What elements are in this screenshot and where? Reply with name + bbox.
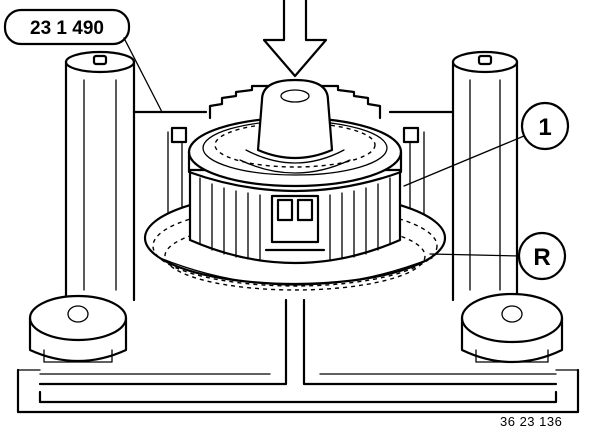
right-support-column (451, 50, 564, 364)
central-hub (239, 78, 351, 174)
gear-drum (188, 168, 402, 264)
callout-r-label: R (533, 244, 550, 271)
callout-1-label: 1 (538, 114, 551, 141)
tool-label: 23 1 490 (30, 18, 104, 39)
base-plate (16, 298, 580, 414)
arrow-down-icon (262, 0, 328, 78)
left-support-column (28, 50, 136, 363)
callout-part-1: 1 (403, 101, 570, 187)
tool-label-callout: 23 1 490 (3, 8, 163, 113)
callout-part-r: R (429, 231, 567, 281)
figure-number: 36 23 136 (500, 414, 562, 429)
